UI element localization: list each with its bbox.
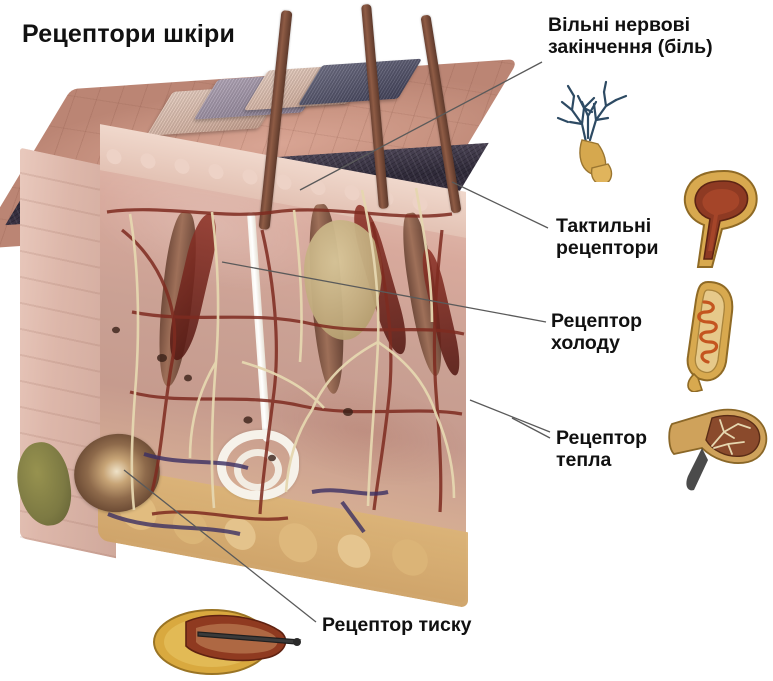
vessels-and-nerves-overlay bbox=[106, 187, 465, 536]
skin-block-illustration bbox=[0, 3, 532, 609]
page-title: Рецептори шкіри bbox=[22, 20, 236, 48]
pressure-receptor-illustration bbox=[153, 609, 302, 675]
label-warm-receptor: Рецептор тепла bbox=[556, 427, 648, 472]
arteries bbox=[106, 208, 465, 521]
capsule-inner bbox=[702, 189, 740, 251]
nerve-stalk bbox=[687, 372, 704, 392]
nerve-stalk bbox=[686, 448, 708, 491]
label-cold-receptor: Рецептор холоду bbox=[551, 310, 643, 355]
free-nerve-ending-illustration bbox=[556, 80, 628, 182]
label-pressure-receptor: Рецептор тиску bbox=[322, 614, 472, 636]
tactile-receptor-illustration bbox=[683, 169, 758, 268]
label-free-nerve-endings: Вільні нервові закінчення (біль) bbox=[548, 14, 713, 59]
veins bbox=[107, 452, 389, 536]
axon-segment-2 bbox=[590, 163, 613, 182]
label-tactile-receptors: Тактильні рецептори bbox=[556, 215, 659, 260]
nerve-fiber-tip bbox=[293, 638, 301, 646]
dermal-specks bbox=[112, 326, 353, 462]
cold-receptor-illustration bbox=[686, 280, 734, 392]
warm-receptor-illustration bbox=[668, 408, 768, 491]
branching-fibers bbox=[711, 419, 751, 455]
coiled-nerve bbox=[697, 300, 719, 364]
